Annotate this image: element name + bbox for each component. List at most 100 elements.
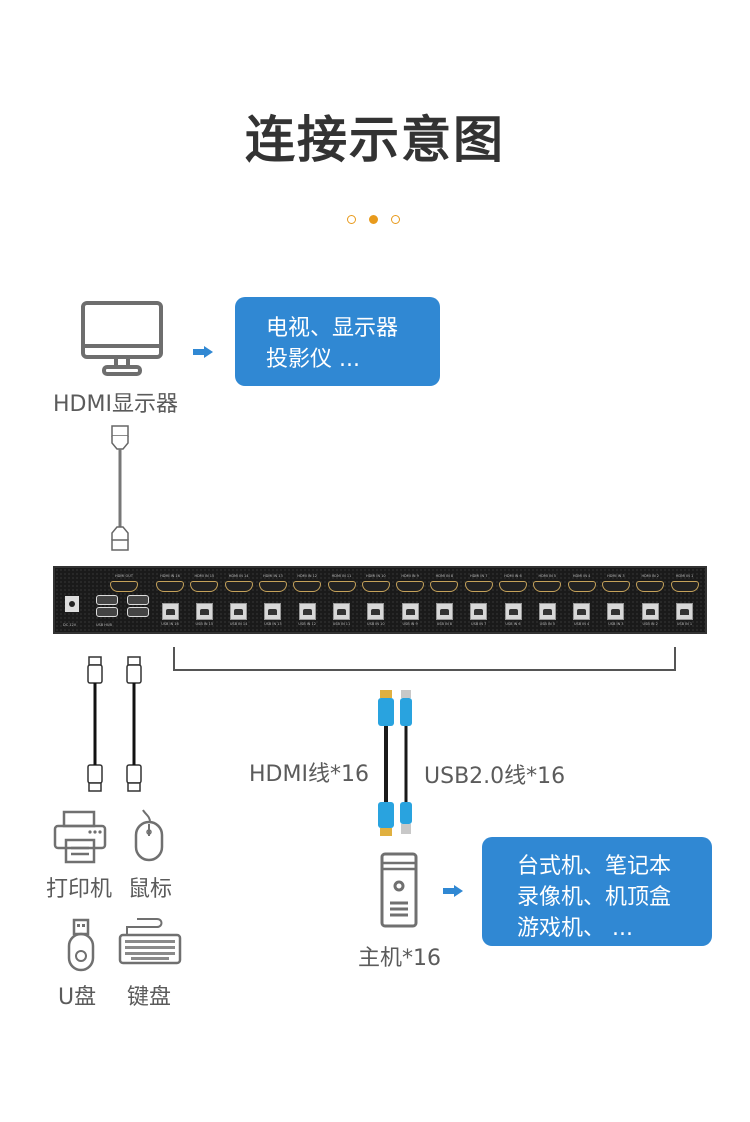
hdmi-cable-icon (111, 425, 129, 551)
usb-b-port (264, 603, 282, 620)
usb-in-label: USB IN 16 (161, 622, 179, 626)
peripheral-label: 打印机 (46, 877, 113, 902)
host-cables-icon (378, 690, 412, 836)
usb-cable-label: USB2.0线*16 (424, 764, 566, 789)
hdmi-in-label: HDMI IN 6 (504, 574, 522, 578)
host-types-box: 台式机、笔记本 录像机、机顶盒 游戏机、 ... (482, 837, 712, 946)
usb-in-label: USB IN 12 (298, 622, 316, 626)
input-port-pair: HDMI IN 13 USB IN 13 (257, 574, 289, 627)
hdmi-port (361, 581, 390, 592)
arrow-right-icon (193, 346, 213, 358)
display-types-line: 投影仪 ... (266, 347, 360, 372)
input-port-pair: HDMI IN 14 USB IN 14 (223, 574, 255, 627)
pager-dot-active[interactable] (369, 215, 378, 224)
input-port-pair: HDMI IN 5 USB IN 5 (531, 574, 563, 627)
usb-b-port (230, 603, 248, 620)
usb-in-label: USB IN 11 (332, 622, 351, 626)
input-port-pair: HDMI IN 11 USB IN 11 (326, 574, 358, 627)
monitor-icon (81, 301, 163, 376)
hdmi-in-label: HDMI IN 10 (365, 574, 386, 578)
usb-in-label: USB IN 9 (402, 622, 418, 626)
usb-b-port (195, 603, 213, 620)
input-port-pair: HDMI IN 6 USB IN 6 (497, 574, 529, 627)
pc-tower-icon (380, 852, 418, 928)
keyboard-icon (118, 918, 182, 965)
usb-in-label: USB IN 3 (608, 622, 624, 626)
input-port-pair: HDMI IN 3 USB IN 3 (600, 574, 632, 627)
hdmi-port (636, 581, 665, 592)
usb-b-port (470, 603, 488, 620)
usb-b-port (401, 603, 419, 620)
usb-hub-ports-b (127, 595, 149, 617)
usb-hub-ports-a (96, 595, 118, 617)
host-label: 主机*16 (358, 946, 441, 971)
usb-b-port (161, 603, 179, 620)
input-port-pair: HDMI IN 8 USB IN 8 (428, 574, 460, 627)
peripheral-label: U盘 (58, 985, 97, 1010)
hdmi-in-label: HDMI IN 1 (675, 574, 694, 578)
host-types-line: 录像机、机顶盒 (517, 885, 672, 910)
hdmi-in-label: HDMI IN 3 (607, 574, 625, 578)
hdmi-port (533, 581, 562, 592)
host-bracket (173, 647, 676, 671)
hdmi-port (258, 581, 287, 592)
hdmi-out-port: HDMI OUT (108, 574, 140, 592)
arrow-right-icon (443, 885, 463, 897)
pager-dot[interactable] (391, 215, 400, 224)
host-types-line: 游戏机、 ... (517, 916, 633, 941)
hdmi-port (156, 581, 184, 592)
usb-b-port (333, 603, 350, 620)
peripheral-label: 键盘 (127, 985, 172, 1010)
usb-drive-icon (67, 918, 95, 972)
usb-cables-icon (87, 656, 142, 792)
usb-hub-label: USB HUB (96, 623, 112, 627)
usb-in-label: USB IN 8 (436, 622, 453, 626)
hdmi-port (293, 581, 322, 592)
usb-a-port (127, 607, 149, 617)
hdmi-in-label: HDMI IN 2 (641, 574, 659, 578)
hdmi-port (190, 581, 219, 592)
usb-b-port (435, 603, 453, 620)
hdmi-in-label: HDMI IN 8 (435, 574, 454, 578)
display-types-line: 电视、显示器 (266, 316, 399, 341)
page-title: 连接示意图 (245, 111, 505, 169)
hdmi-port (670, 581, 699, 592)
pager-dots (347, 215, 400, 224)
kvm-switch-panel: DC 12V USB HUB HDMI OUT HDMI IN 16 USB IN… (53, 566, 707, 634)
hdmi-port (396, 581, 425, 592)
power-port-label: DC 12V (63, 623, 77, 627)
usb-in-label: USB IN 5 (539, 622, 555, 626)
usb-b-port (676, 603, 693, 620)
hdmi-in-label: HDMI IN 13 (263, 574, 283, 578)
usb-in-label: USB IN 6 (505, 622, 521, 626)
hdmi-port (327, 581, 356, 592)
peripheral-label: 鼠标 (128, 877, 173, 902)
usb-a-port (96, 607, 118, 617)
usb-in-label: USB IN 4 (573, 622, 590, 626)
hdmi-port (224, 581, 253, 592)
usb-b-port (504, 603, 522, 620)
hdmi-in-label: HDMI IN 11 (331, 574, 352, 578)
display-types-box: 电视、显示器 投影仪 ... (235, 297, 440, 386)
mouse-icon (134, 809, 164, 862)
usb-in-label: USB IN 13 (264, 622, 282, 626)
hdmi-in-label: HDMI IN 14 (228, 574, 249, 578)
hdmi-port (110, 581, 138, 592)
pager-dot[interactable] (347, 215, 356, 224)
usb-in-label: USB IN 14 (229, 622, 248, 626)
hdmi-in-label: HDMI IN 7 (469, 574, 488, 578)
power-jack (65, 596, 79, 612)
usb-in-label: USB IN 15 (195, 622, 214, 626)
usb-in-label: USB IN 2 (642, 622, 658, 626)
host-types-line: 台式机、笔记本 (517, 854, 672, 879)
hdmi-port (601, 581, 630, 592)
usb-b-port (573, 603, 591, 620)
hdmi-in-label: HDMI IN 5 (538, 574, 557, 578)
hdmi-in-label: HDMI IN 16 (160, 574, 180, 578)
